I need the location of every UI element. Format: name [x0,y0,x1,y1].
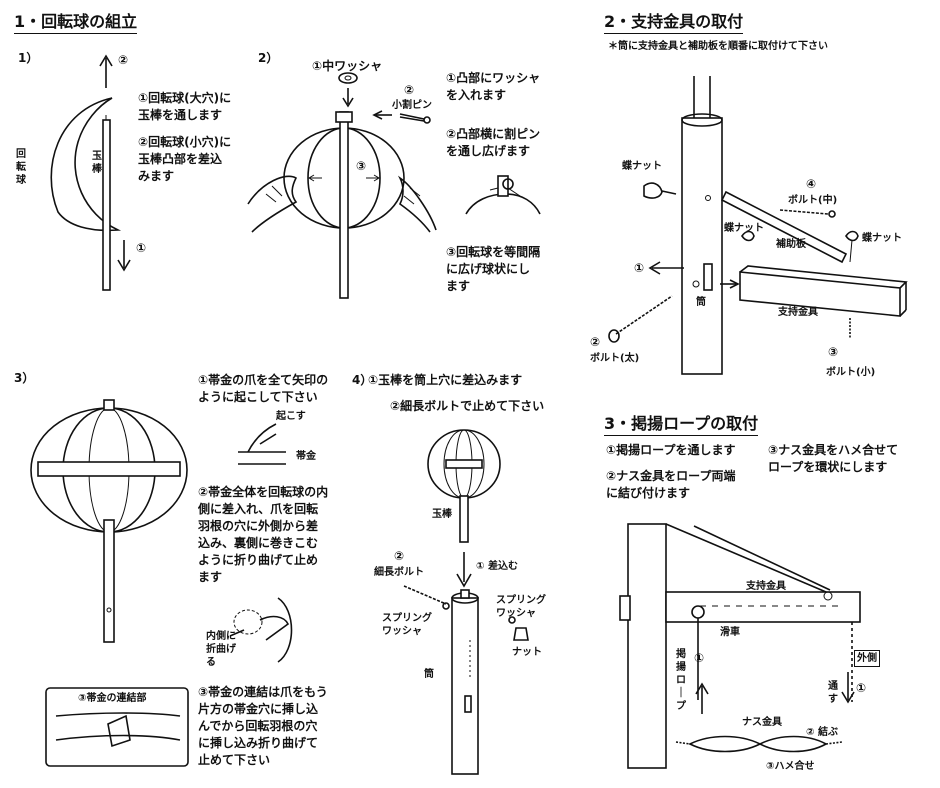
step3-join-label: ③帯金の連結部 [78,693,147,704]
step2-circle3: ③ [356,159,367,173]
s3-outside-label: 外側 [854,650,880,667]
pulley-icon [691,605,853,702]
step1-note1: ①回転球(大穴)に 玉棒を通します [138,91,232,122]
step1-arrow-down-label: ① [136,241,147,255]
step4-note2: ②細長ボルトで止めて下さい [390,399,545,413]
support-plate-icon [720,190,859,264]
s3-rope-number: ① [694,651,705,665]
step3-note3: ③帯金の連結は爪をもう 片方の帯金穴に挿し込 んでから回転羽根の穴 に挿し込み折… [198,685,328,767]
tube-step4 [451,589,479,775]
s2-bolt-small-number: ③ [828,345,839,359]
s3-tie-label: ② 結ぶ [806,727,838,738]
step2-note2: ②凸部横に割ピン を通し広げます [446,127,541,158]
s3-pulley-label: 滑車 [720,627,740,638]
step3-fold-label: 内側に 折曲げ る [206,631,236,668]
rod-step1 [102,115,111,291]
s3-nasu-label: ナス金具 [742,717,782,728]
s2-bolt-thick-label: ボルト(太) [590,353,640,364]
pole-section3 [619,523,667,769]
s2-arrow1-label: ① [634,261,645,275]
sphere-step4 [427,429,501,543]
join-detail-icon [45,687,189,767]
step4-bolt-label: 細長ボルト [374,567,424,578]
bracket-section3 [665,523,861,623]
pin-detail-icon [465,175,541,215]
s3-through-number: ① [856,681,867,695]
nasu-snap-icon [675,735,843,753]
step4-bolt-number: ② [394,549,405,563]
step4-tube-label: 筒 [424,669,434,680]
step3-okosu-label: 起こす [276,411,306,422]
bracket-section2 [720,265,908,317]
step2-note3: ③回転球を等間隔 に広げ球状にし ます [446,245,541,293]
s3-note3: ③ナス金具をハメ合せて ロープを環状にします [768,443,899,474]
s2-bolt-mid-number: ④ [806,177,817,191]
step4-spring-washer-right: スプリング ワッシャ [496,595,546,619]
section2-heading: 2・支持金具の取付 [604,8,744,34]
step1-rod-label: 玉 棒 [92,151,102,175]
fold-detail-icon [229,597,293,663]
s2-wingnut3-label: 蝶ナット [862,233,902,244]
arrow-up-rope-icon [695,682,709,714]
step1-sphere-label: 回 転 球 [16,149,26,186]
s3-note1: ①掲揚ロープを通します [606,443,736,457]
s3-rope-label: 掲 揚 ロ ｜ プ [676,649,686,712]
s3-fit-label: ③ハメ合せ [766,761,815,772]
wing-nut-icon [643,182,677,199]
s3-through-label: 通 す [828,681,838,705]
s2-bolt-mid-label: ボルト(中) [788,195,838,206]
step4-insert-label: ① 差込む [476,561,518,572]
arrow-down-icon [117,240,131,272]
step4-nut-label: ナット [512,647,542,658]
s3-note2: ②ナス金具をロープ両端 に結び付けます [606,469,736,500]
tab-up-detail-icon [238,423,286,465]
step3-note1: ①帯金の爪を全て矢印の ように起こして下さい [198,373,329,404]
step4-number: 4） [352,373,373,387]
step2-pin-label: 小割ピン [392,100,432,111]
arrow-insert-icon [456,552,472,588]
split-pin-icon [372,110,431,124]
section3-heading: 3・掲揚ロープの取付 [604,410,759,436]
step1-note2: ②回転球(小穴)に 玉棒凸部を差込 みます [138,135,232,183]
s2-bolt-thick-number: ② [590,335,601,349]
section1-heading: 1・回転球の組立 [14,8,138,34]
s2-tube-label: 筒 [696,297,706,308]
s2-bolt-small-label: ボルト(小) [826,367,876,378]
thin-bolt-icon [403,585,529,641]
sphere-step2 [283,111,405,299]
s2-bracket-label: 支持金具 [778,307,818,318]
step1-arrow-up-label: ② [118,53,129,67]
step2-note1: ①凸部にワッシャ を入れます [446,71,541,102]
thick-bolt-icon [608,295,673,343]
step4-spring-washer-left: スプリング ワッシャ [382,613,432,637]
s3-bracket-label: 支持金具 [746,581,786,592]
arrow-down-rope-icon [841,672,855,704]
hands-icon [247,175,437,233]
arrow-left-icon [648,261,684,275]
step4-rod-label: 玉棒 [432,509,452,520]
s2-hojoban-label: 補助板 [776,239,806,250]
pole-section2 [681,76,723,375]
step3-number: 3） [14,371,35,385]
arrow-up-icon [99,54,113,88]
step3-note2: ②帯金全体を回転球の内 側に差入れ、爪を回転 羽根の穴に外側から差 込み、裏側に… [198,485,329,584]
crescent-sphere-blade [50,97,122,232]
s2-wingnut1-label: 蝶ナット [622,161,662,172]
washer-icon [338,72,358,108]
step4-note1: ①玉棒を筒上穴に差込みます [368,373,523,387]
sphere-step3 [30,399,188,643]
step2-pin-number: ② [404,83,415,97]
section2-note: ＊筒に支持金具と補助板を順番に取付けて下さい [608,41,828,52]
step3-obigane-label: 帯金 [296,451,316,462]
step2-number: 2） [258,51,279,65]
step2-washer-label: ①中ワッシャ [312,59,383,73]
s2-wingnut2-label: 蝶ナット [724,223,764,234]
step1-number: 1） [18,51,39,65]
